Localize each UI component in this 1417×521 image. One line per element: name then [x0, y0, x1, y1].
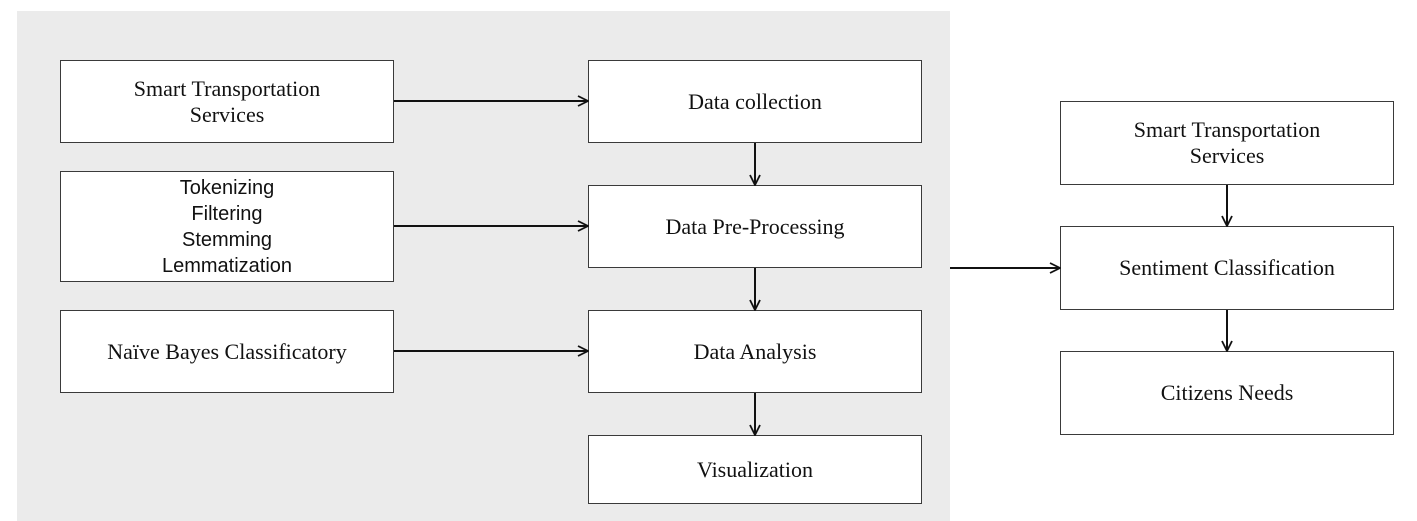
- preprocessing-steps-box: Tokenizing Filtering Stemming Lemmatizat…: [60, 171, 394, 282]
- step-lemmatization: Lemmatization: [161, 254, 293, 277]
- box-label: Data collection: [688, 88, 822, 114]
- smart-transportation-services-output-box: Smart Transportation Services: [1060, 101, 1394, 185]
- visualization-box: Visualization: [588, 435, 922, 504]
- box-label: Visualization: [697, 456, 813, 482]
- box-line: Services: [1189, 143, 1265, 168]
- box-label: Naïve Bayes Classificatory: [107, 338, 347, 364]
- data-collection-box: Data collection: [588, 60, 922, 143]
- step-tokenizing: Tokenizing: [179, 176, 275, 199]
- citizens-needs-box: Citizens Needs: [1060, 351, 1394, 435]
- step-filtering: Filtering: [191, 202, 263, 225]
- smart-transportation-services-input-box: Smart Transportation Services: [60, 60, 394, 143]
- box-label: Sentiment Classification: [1119, 255, 1335, 280]
- box-line: Smart Transportation: [1133, 117, 1321, 142]
- box-label: Data Pre-Processing: [665, 213, 845, 239]
- step-stemming: Stemming: [181, 228, 273, 251]
- naive-bayes-classifier-box: Naïve Bayes Classificatory: [60, 310, 394, 393]
- box-line: Smart Transportation: [133, 75, 321, 101]
- box-label: Citizens Needs: [1160, 380, 1294, 405]
- box-label: Data Analysis: [693, 338, 817, 364]
- data-preprocessing-box: Data Pre-Processing: [588, 185, 922, 268]
- box-line: Services: [189, 101, 265, 127]
